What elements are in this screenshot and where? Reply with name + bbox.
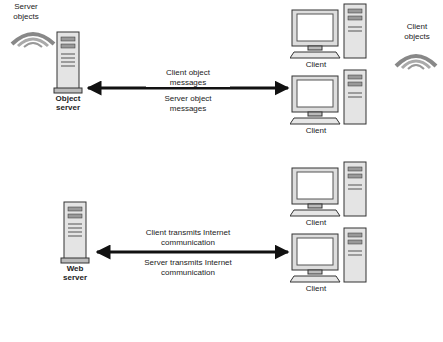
computer-label: Client [290, 284, 342, 293]
objects-icon [8, 22, 58, 52]
message-label: Server transmits Internet communication [126, 258, 250, 277]
objects-icon [392, 44, 440, 74]
message-label: Server object messages [146, 94, 230, 113]
client-icon [290, 68, 370, 126]
client-icon [290, 160, 370, 218]
client-computer: Client [290, 160, 370, 227]
computer-label: Client [290, 218, 342, 227]
client-icon [290, 2, 370, 60]
message-arrow [97, 251, 288, 254]
server-computer: Web server [55, 200, 95, 282]
computer-label: Web server [55, 264, 95, 282]
message-label: Client transmits Internet communication [126, 228, 250, 247]
message-label: Client object messages [146, 68, 230, 87]
client-computer: Client [290, 2, 370, 69]
client-computer: Client [290, 226, 370, 293]
server-icon [60, 200, 90, 264]
client-computer: Client [290, 68, 370, 135]
client-icon [290, 226, 370, 284]
server-icon [53, 30, 83, 94]
computer-label: Client [290, 60, 342, 69]
objects-label: Server objects [2, 2, 50, 21]
computer-label: Object server [50, 94, 86, 112]
server-computer: Object server [50, 30, 86, 112]
computer-label: Client [290, 126, 342, 135]
objects-label: Client objects [393, 22, 441, 41]
